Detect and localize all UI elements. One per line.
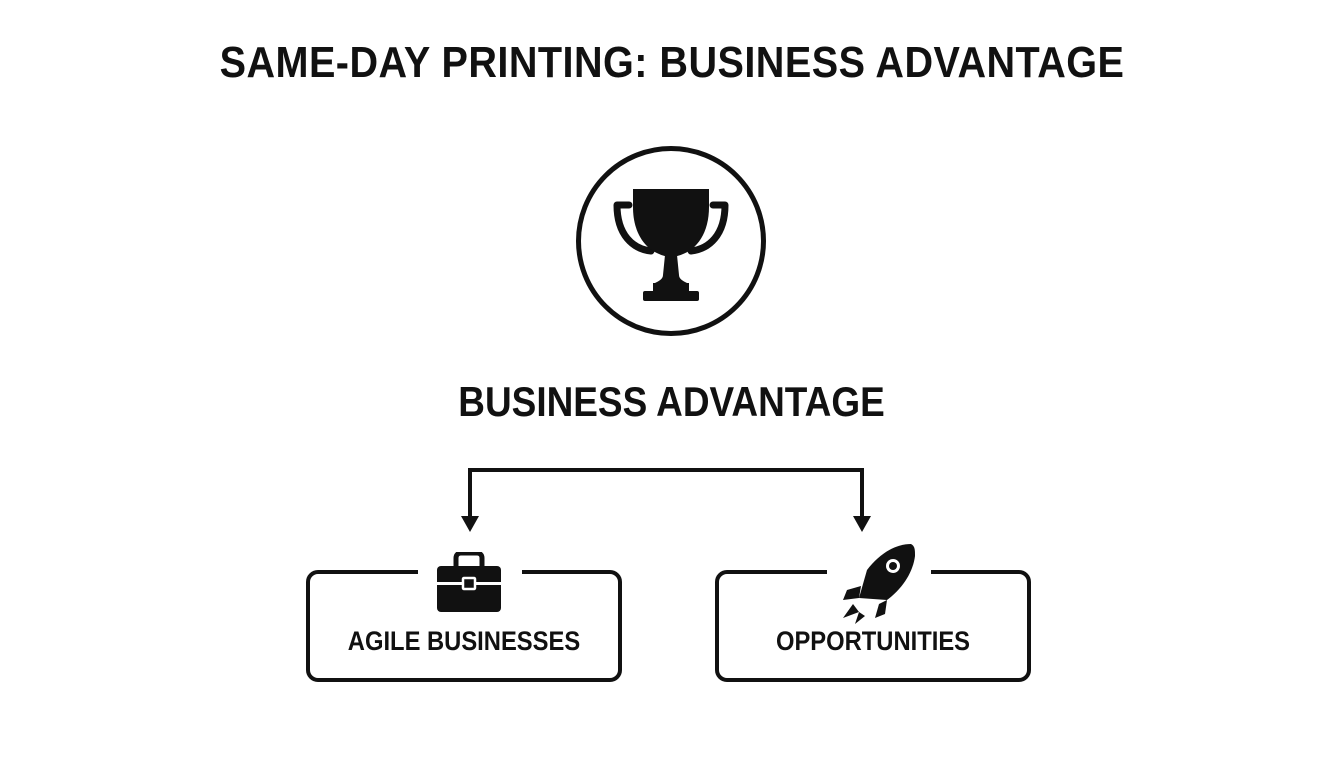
- diagram-title: SAME-DAY PRINTING: BUSINESS ADVANTAGE: [219, 38, 1125, 87]
- trophy-badge: [576, 146, 766, 336]
- rocket-icon: [843, 544, 915, 624]
- branch-box-agile-businesses: AGILE BUSINESSES: [306, 552, 622, 682]
- arrowhead-right: [853, 516, 871, 532]
- branch-label: AGILE BUSINESSES: [347, 626, 581, 656]
- briefcase-icon: [437, 552, 501, 612]
- arrowhead-left: [461, 516, 479, 532]
- center-label: BUSINESS ADVANTAGE: [458, 378, 885, 425]
- branch-label: OPPORTUNITIES: [775, 626, 971, 656]
- trophy-icon: [613, 189, 729, 301]
- branch-box-opportunities: OPPORTUNITIES: [715, 544, 1031, 682]
